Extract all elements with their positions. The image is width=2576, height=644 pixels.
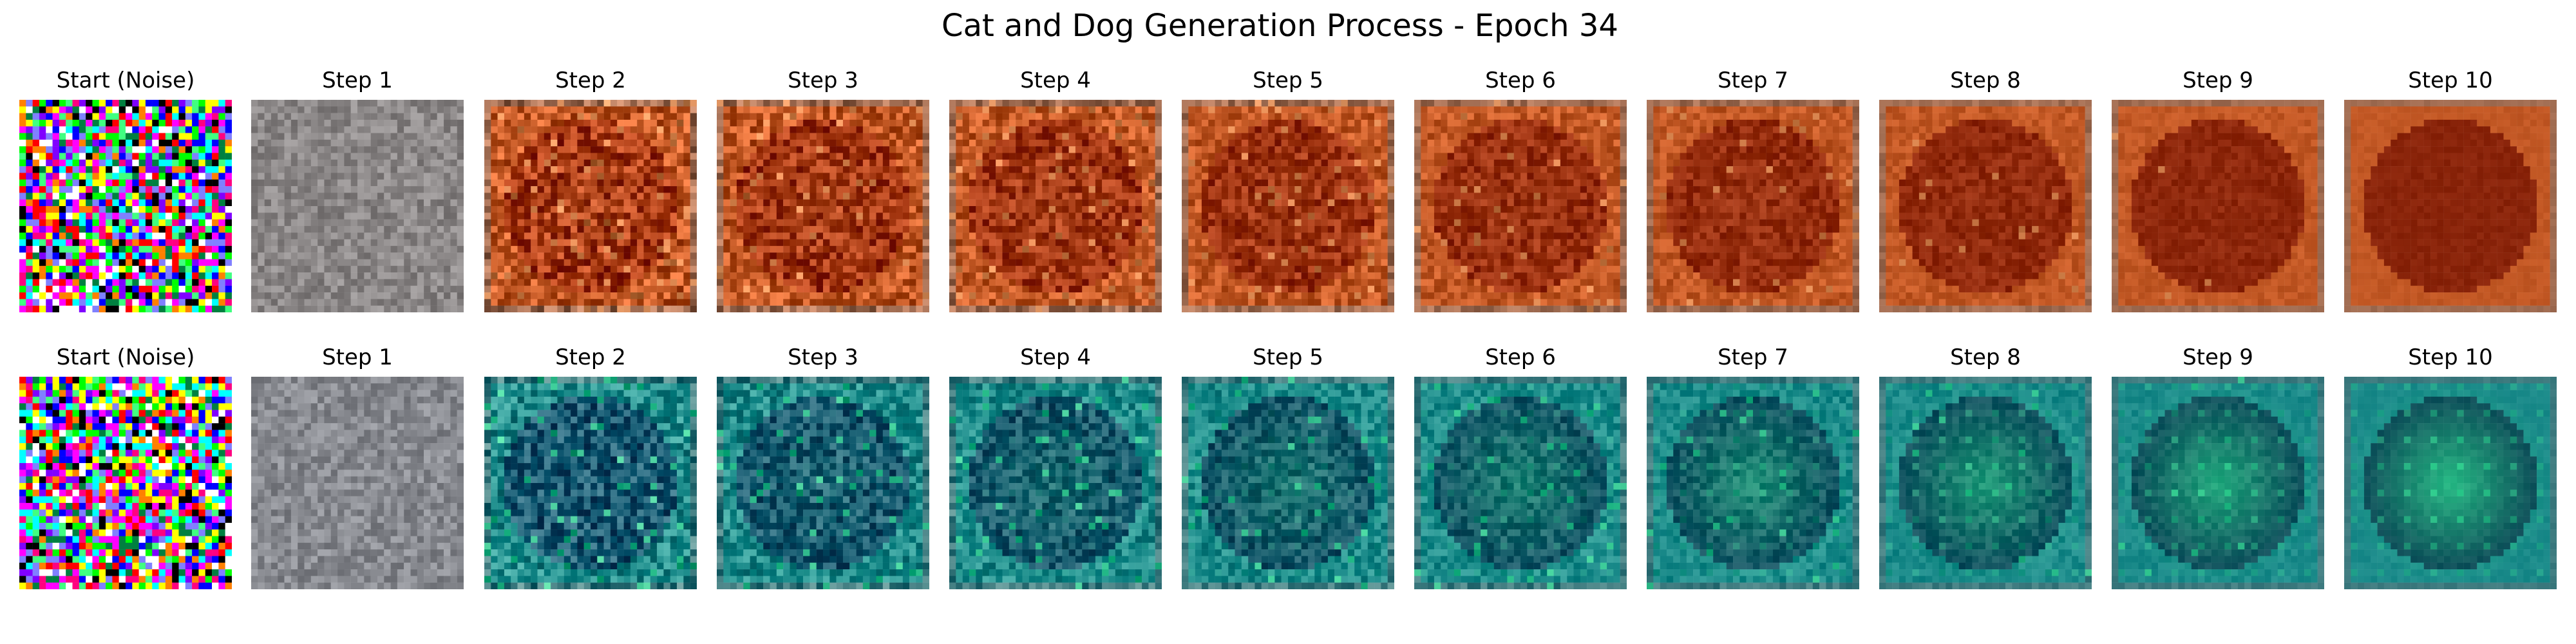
panel-title: Step 9 <box>2099 341 2337 374</box>
panel-title: Step 8 <box>1866 64 2105 97</box>
generated-image <box>1647 100 1859 312</box>
panel-title: Start (Noise) <box>6 341 245 374</box>
generated-image <box>251 100 464 312</box>
panel-title: Step 1 <box>238 64 477 97</box>
generated-image <box>1414 100 1627 312</box>
generated-image <box>19 100 232 312</box>
panel-title: Step 7 <box>1634 341 1872 374</box>
panel-title: Step 8 <box>1866 341 2105 374</box>
panel-title: Step 10 <box>2331 341 2570 374</box>
panel-title: Step 5 <box>1169 341 1407 374</box>
panel-title: Step 3 <box>704 64 942 97</box>
generated-image <box>1879 377 2092 589</box>
panel-title: Step 9 <box>2099 64 2337 97</box>
panel-title: Start (Noise) <box>6 64 245 97</box>
panel-title: Step 7 <box>1634 64 1872 97</box>
generated-image <box>2344 100 2557 312</box>
generated-image <box>484 100 697 312</box>
generated-image <box>1182 377 1394 589</box>
generated-image <box>949 100 1162 312</box>
panel-title: Step 5 <box>1169 64 1407 97</box>
generated-image <box>2112 100 2324 312</box>
panel-title: Step 3 <box>704 341 942 374</box>
generated-image <box>1414 377 1627 589</box>
generated-image <box>717 377 929 589</box>
generated-image <box>1182 100 1394 312</box>
generated-image <box>717 100 929 312</box>
panel-title: Step 1 <box>238 341 477 374</box>
panel-title: Step 4 <box>936 341 1175 374</box>
panel-title: Step 4 <box>936 64 1175 97</box>
generated-image <box>1879 100 2092 312</box>
panel-title: Step 6 <box>1401 341 1640 374</box>
panel-title: Step 6 <box>1401 64 1640 97</box>
panel-title: Step 2 <box>471 341 710 374</box>
generated-image <box>949 377 1162 589</box>
generated-image <box>251 377 464 589</box>
panel-title: Step 2 <box>471 64 710 97</box>
panel-title: Step 10 <box>2331 64 2570 97</box>
generated-image <box>2344 377 2557 589</box>
generated-image <box>2112 377 2324 589</box>
generated-image <box>19 377 232 589</box>
generated-image <box>484 377 697 589</box>
figure-title: Cat and Dog Generation Process - Epoch 3… <box>0 6 2560 45</box>
generated-image <box>1647 377 1859 589</box>
